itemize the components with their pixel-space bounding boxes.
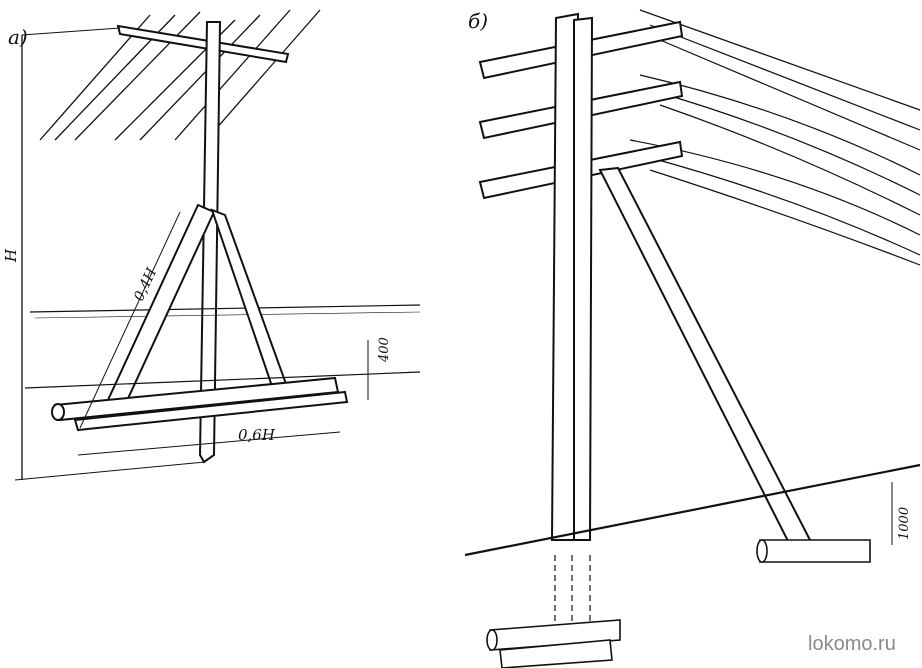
height-dimension-label: H (2, 248, 20, 263)
base-length-label: 0,6H (238, 426, 276, 444)
figure-a-label: а) (8, 25, 28, 49)
figure-b-drawing (464, 9, 921, 668)
figure-a-drawing (14, 9, 421, 481)
depth-1000-label: 1000 (897, 507, 912, 540)
depth-400-label: 400 (377, 337, 392, 363)
figure-b-label: б) (468, 9, 488, 33)
watermark: lokomo.ru (808, 633, 896, 655)
wires-b (629, 9, 921, 266)
strut-length-label: 0,4H (131, 265, 160, 304)
